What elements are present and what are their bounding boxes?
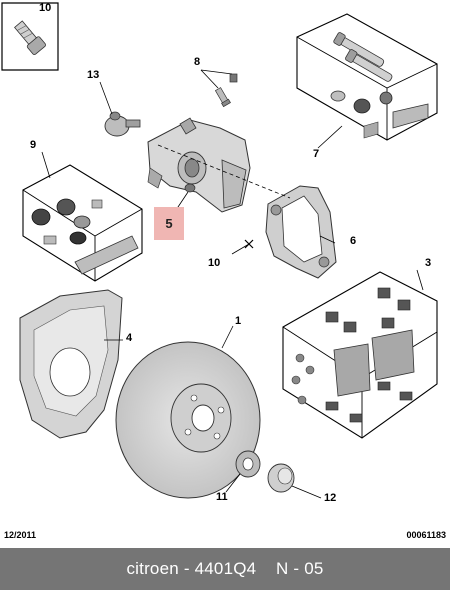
- brake-disc-1: [115, 341, 261, 499]
- caption-gap: [256, 559, 276, 579]
- callout-1: 1: [235, 315, 242, 327]
- callout-7: 7: [313, 148, 320, 160]
- caption-reference: N - 05: [276, 559, 324, 578]
- wheel-bearing-11: [235, 450, 261, 478]
- cross-marker: [244, 239, 254, 249]
- callout-6: 6: [350, 235, 357, 247]
- diagram-date: 12/2011: [4, 530, 37, 540]
- callout-10-top: 10: [39, 2, 52, 14]
- highlighted-part-label: 5: [154, 207, 184, 240]
- caption-part-number: 4401Q4: [194, 559, 257, 578]
- caliper-bracket-6: [265, 185, 337, 279]
- leader-lines: [41, 69, 424, 499]
- caption-bar: citroen - 4401Q4 N - 05: [0, 548, 450, 590]
- brake-caliper-5: [147, 117, 251, 213]
- callout-8: 8: [194, 56, 201, 68]
- hub-cap-12: [267, 463, 295, 493]
- brake-pad-kit-box-3: [282, 271, 438, 439]
- drawing-number: 00061183: [406, 530, 446, 540]
- dust-shield-4: [19, 289, 123, 439]
- bleed-screw-8: [214, 73, 238, 108]
- caption-brand: citroen: [126, 559, 179, 578]
- bolt-box-10: [1, 2, 59, 71]
- callout-3: 3: [425, 257, 432, 269]
- callout-4: 4: [126, 332, 133, 344]
- caption-separator: -: [178, 559, 195, 578]
- callout-11: 11: [216, 491, 228, 503]
- callout-13: 13: [87, 69, 100, 81]
- exploded-parts-diagram: [1, 2, 438, 499]
- banjo-fitting-13: [104, 111, 141, 137]
- callout-9: 9: [30, 139, 37, 151]
- seal-kit-box-9: [22, 164, 143, 282]
- callout-12: 12: [324, 492, 337, 504]
- callout-10-bottom: 10: [208, 257, 221, 269]
- guide-pin-kit-box-7: [296, 13, 438, 141]
